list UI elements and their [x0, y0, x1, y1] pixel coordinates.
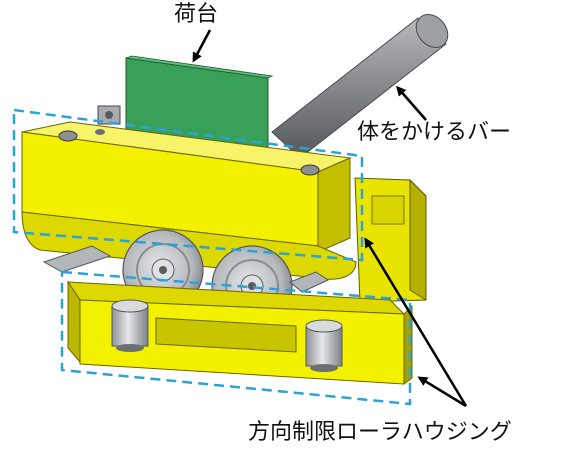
- lean-bar-arrow: [396, 85, 427, 121]
- roller-housing-arrow-upper: [364, 237, 468, 407]
- rear-housing-block: [354, 177, 427, 303]
- top-bracket: [97, 105, 121, 125]
- roller-housing-arrow-lower: [417, 376, 467, 408]
- lean-bar-label: 体をかけるバー: [357, 120, 512, 145]
- cargo-bed-plate: [125, 55, 274, 149]
- cargo-bed-label: 荷台: [174, 2, 219, 27]
- roller-left: [111, 299, 149, 352]
- roller-right: [305, 319, 343, 372]
- mounting-plates: [42, 245, 330, 293]
- lean-bar: [271, 14, 449, 159]
- roller-housing-label: 方向制限ローラハウジング: [248, 420, 512, 445]
- upper-housing-dashed-outline: [12, 108, 364, 262]
- cargo-bed-arrow: [192, 29, 212, 63]
- roller-housing-dashed-outline: [60, 270, 412, 406]
